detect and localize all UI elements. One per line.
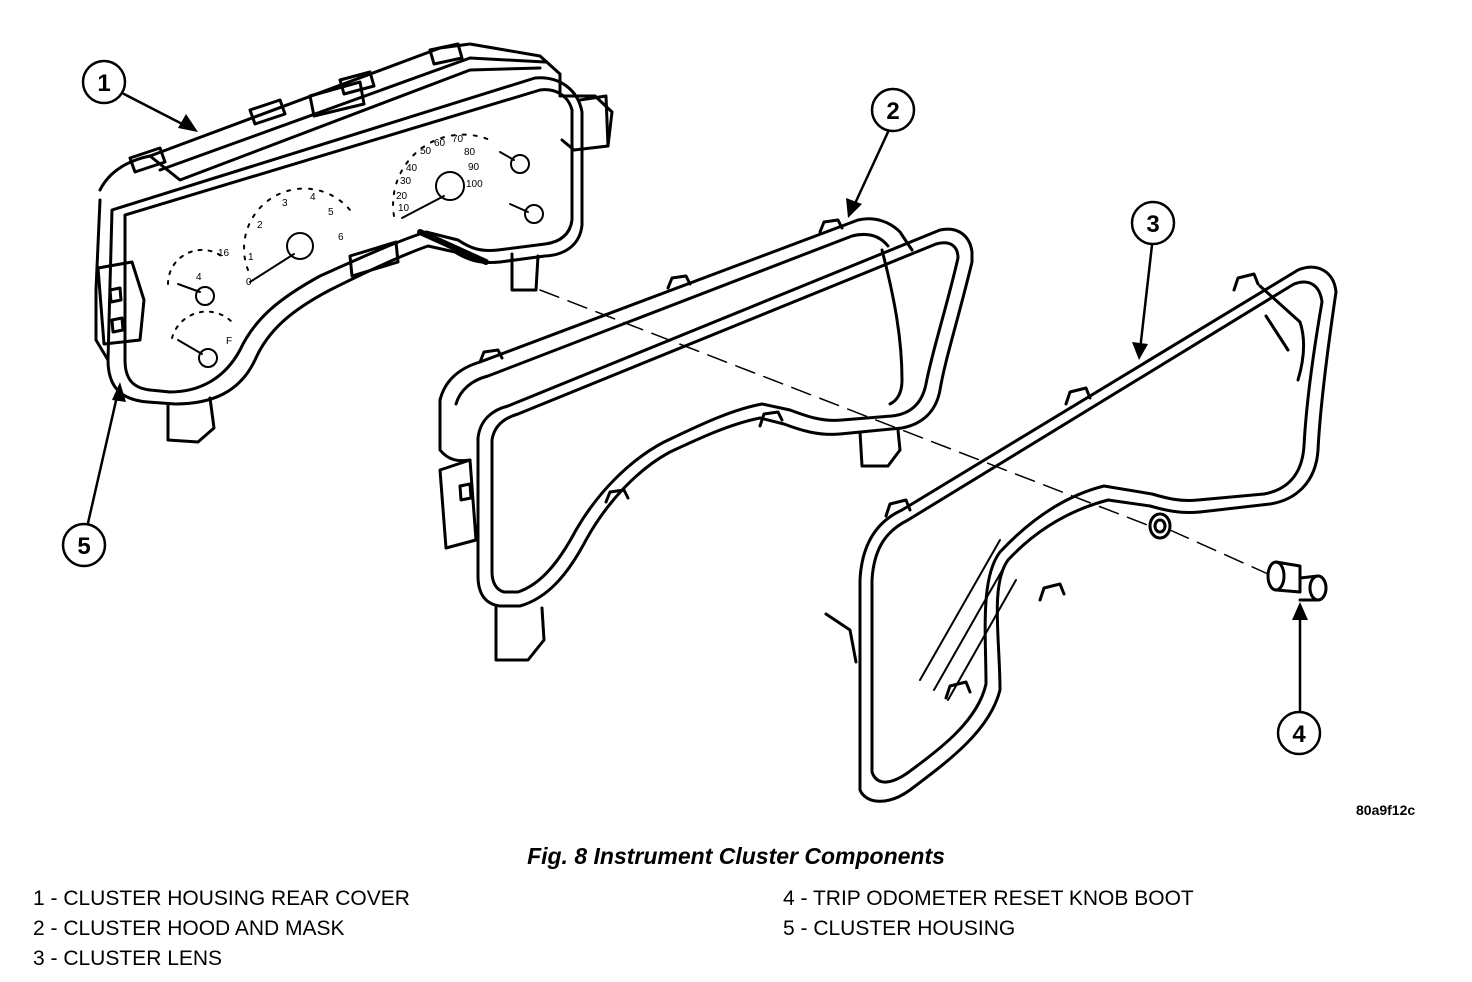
legend-item: 1 - CLUSTER HOUSING REAR COVER — [33, 887, 410, 910]
cluster-hood-and-mask — [438, 217, 974, 662]
speedo-label: 80 — [464, 147, 476, 158]
speedo-label: 90 — [468, 162, 480, 173]
legend-item: 2 - CLUSTER HOOD AND MASK — [33, 917, 345, 940]
tach-label: 4 — [310, 192, 316, 203]
leader-lines — [86, 92, 1302, 714]
speedometer-labels: 10 20 30 40 50 60 70 80 90 100 — [396, 134, 483, 214]
speedo-label: 60 — [434, 138, 446, 149]
exploded-view-drawing: 1 2 3 4 5 10 20 30 40 50 60 70 80 90 100… — [61, 42, 1338, 803]
speedo-label: 70 — [452, 134, 464, 145]
small-gauge-labels: 4 16 F — [196, 248, 232, 347]
legend-item: 4 - TRIP ODOMETER RESET KNOB BOOT — [783, 887, 1194, 910]
legend-left: 1 - CLUSTER HOUSING REAR COVER 2 - CLUST… — [33, 884, 410, 974]
speedo-label: 40 — [406, 163, 418, 174]
callout-2: 2 — [886, 98, 899, 125]
figure-id: 80a9f12c — [1356, 802, 1416, 818]
fuel-label: F — [226, 336, 232, 347]
reset-knob-boot — [1266, 560, 1328, 602]
speedo-label: 20 — [396, 191, 408, 202]
callout-5: 5 — [77, 533, 90, 560]
volt-label: 16 — [218, 248, 230, 259]
speedo-label: 50 — [420, 146, 432, 157]
tach-label: 2 — [257, 220, 263, 231]
arrow-heads — [112, 114, 1308, 620]
tach-label: 3 — [282, 198, 288, 209]
callout-numbers: 1 2 3 4 5 — [77, 70, 1306, 748]
tach-label: 1 — [248, 252, 254, 263]
tachometer-labels: 0 1 2 3 4 5 6 — [246, 192, 344, 288]
cluster-housing — [94, 42, 614, 444]
speedo-label: 10 — [398, 203, 410, 214]
cluster-lens — [824, 265, 1338, 803]
legend-right: 4 - TRIP ODOMETER RESET KNOB BOOT 5 - CL… — [783, 884, 1194, 944]
callout-3: 3 — [1146, 211, 1159, 238]
alignment-lines — [539, 289, 1269, 575]
figure-caption: Fig. 8 Instrument Cluster Components — [527, 843, 945, 869]
callout-4: 4 — [1292, 721, 1306, 748]
speedo-label: 100 — [466, 179, 483, 190]
speedo-label: 30 — [400, 176, 412, 187]
callout-1: 1 — [97, 70, 110, 97]
legend-item: 5 - CLUSTER HOUSING — [783, 917, 1016, 940]
tach-label: 5 — [328, 207, 334, 218]
legend-item: 3 - CLUSTER LENS — [33, 947, 223, 970]
tach-label: 0 — [246, 277, 252, 288]
gauges — [166, 133, 544, 368]
volt-label: 4 — [196, 272, 202, 283]
tach-label: 6 — [338, 232, 344, 243]
